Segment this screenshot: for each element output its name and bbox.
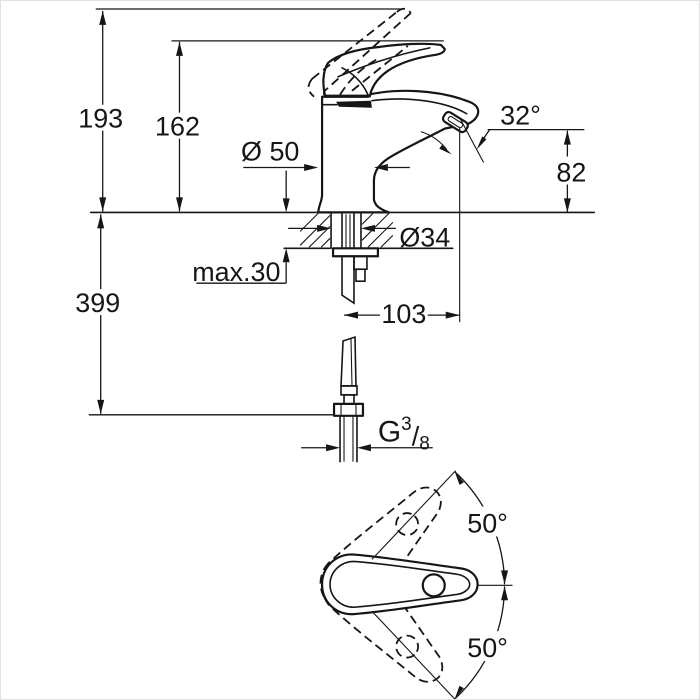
mounting-hardware: [330, 212, 380, 463]
axis-line-up: [371, 470, 457, 560]
lever-side: [322, 42, 446, 97]
angle-swing-arc: [420, 131, 448, 150]
dim-stream-angle: 32°: [476, 101, 585, 150]
dim-hole-diameter: Ø34: [288, 222, 450, 252]
dim-label-base-diameter: Ø 50: [241, 137, 299, 167]
side-view: 193 162 399 Ø 50: [74, 7, 596, 463]
axis-line-down: [371, 610, 456, 699]
construction-lines: [420, 119, 485, 323]
hatch-right: [361, 213, 394, 248]
threaded-tail: [339, 415, 358, 463]
body-outline: [316, 89, 480, 214]
lever-hole-up: [395, 512, 419, 536]
dim-label-swivel-up: 50°: [467, 508, 508, 538]
mounting-washer: [331, 247, 380, 258]
fixing-bolt: [353, 255, 368, 271]
hatch-left: [299, 213, 331, 248]
dim-thread: G3/8: [301, 414, 433, 455]
dim-label-swivel-down: 50°: [467, 633, 508, 663]
dim-label-max-deck-thickness: max.30: [192, 257, 280, 287]
dim-label-spout-reach: 103: [381, 299, 426, 329]
dim-spout-reach: 103: [344, 299, 460, 329]
dim-label-hole-diameter: Ø34: [399, 222, 450, 252]
lever-hole: [421, 573, 446, 598]
dim-hose-length: 399: [74, 214, 335, 416]
dim-label-hose-length: 399: [75, 288, 120, 318]
dim-handle-height: 162: [154, 40, 444, 212]
dim-swivel-up: 50°: [454, 471, 514, 585]
dim-label-overall-height: 193: [78, 104, 123, 134]
lever-top-solid: [320, 553, 479, 616]
raised-lever-dashed: [307, 7, 412, 99]
dim-label-thread: G3/8: [378, 414, 430, 455]
dim-label-stream-angle: 32°: [500, 101, 541, 131]
dim-outlet-height: 82: [551, 130, 591, 213]
hose-lower: [332, 335, 365, 463]
dim-label-outlet-height: 82: [556, 157, 586, 187]
lever-hole-down: [395, 634, 419, 659]
aerator: [441, 110, 469, 134]
dim-overall-height: 193: [77, 8, 404, 212]
stream-angle-line: [460, 119, 485, 163]
hose-upper: [341, 255, 355, 305]
dim-swivel-down: 50°: [454, 586, 514, 699]
dim-base-diameter: Ø 50: [241, 137, 410, 172]
dim-label-handle-height: 162: [155, 112, 200, 142]
faucet-body: [316, 42, 480, 214]
cap-shadow: [336, 100, 372, 108]
top-view: 50° 50°: [319, 470, 514, 699]
hose-crimp: [340, 385, 358, 396]
connector-nut: [332, 402, 365, 417]
dim-max-deck-thickness: max.30: [192, 170, 290, 287]
